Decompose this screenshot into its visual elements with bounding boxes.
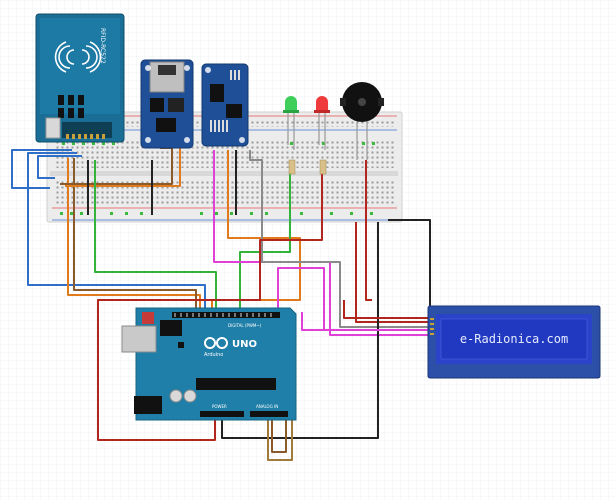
atmega-chip [196,378,276,390]
wire-black-2 [388,219,431,310]
wires [11,139,431,461]
rtc-module [201,63,249,147]
wire-blue-3 [37,155,82,179]
arduino-digital-label: DIGITAL (PWM~) [228,323,262,328]
wire-blue-2 [27,152,206,312]
arduino-uno-board: DIGITAL (PWM~) UNO Arduino POWER ANALOG … [121,307,297,421]
wire-blue-1 [11,149,72,189]
arduino-infinity-logo-icon [204,337,228,349]
wire-orange-1 [67,158,201,312]
buzzer-icon [340,82,384,160]
wire-red-3 [365,160,372,301]
breadboard [46,111,403,223]
arduino-power-label: POWER [212,404,227,409]
rfid-label: RFID-RC522 [99,28,106,64]
sd-card-module [140,59,194,149]
rfid-module: RFID-RC522 [35,13,125,143]
wire-red-2 [355,222,430,323]
wire-tan-2 [271,418,287,453]
arduino-analog-label: ANALOG IN [256,404,278,409]
wire-tan-1 [267,418,293,461]
wire-magenta-2 [277,267,325,330]
led-green-icon [283,96,299,175]
power-jack [134,396,162,414]
lcd-text: e-Radionica.com [460,332,568,346]
wire-gray-1 [249,150,430,328]
led-red-icon [314,96,330,175]
reset-button [142,312,154,324]
wire-red-4 [343,300,430,319]
wire-magenta-3 [301,312,430,331]
arduino-brand-label: UNO [232,339,257,350]
lcd-display: e-Radionica.com [427,305,601,379]
wire-red-1 [97,160,323,441]
arduino-sub-label: Arduino [204,352,223,358]
wire-green-1 [94,160,217,312]
usb-port [121,325,157,353]
rfid-antenna-icon [54,41,102,73]
wire-green-2 [239,160,291,312]
